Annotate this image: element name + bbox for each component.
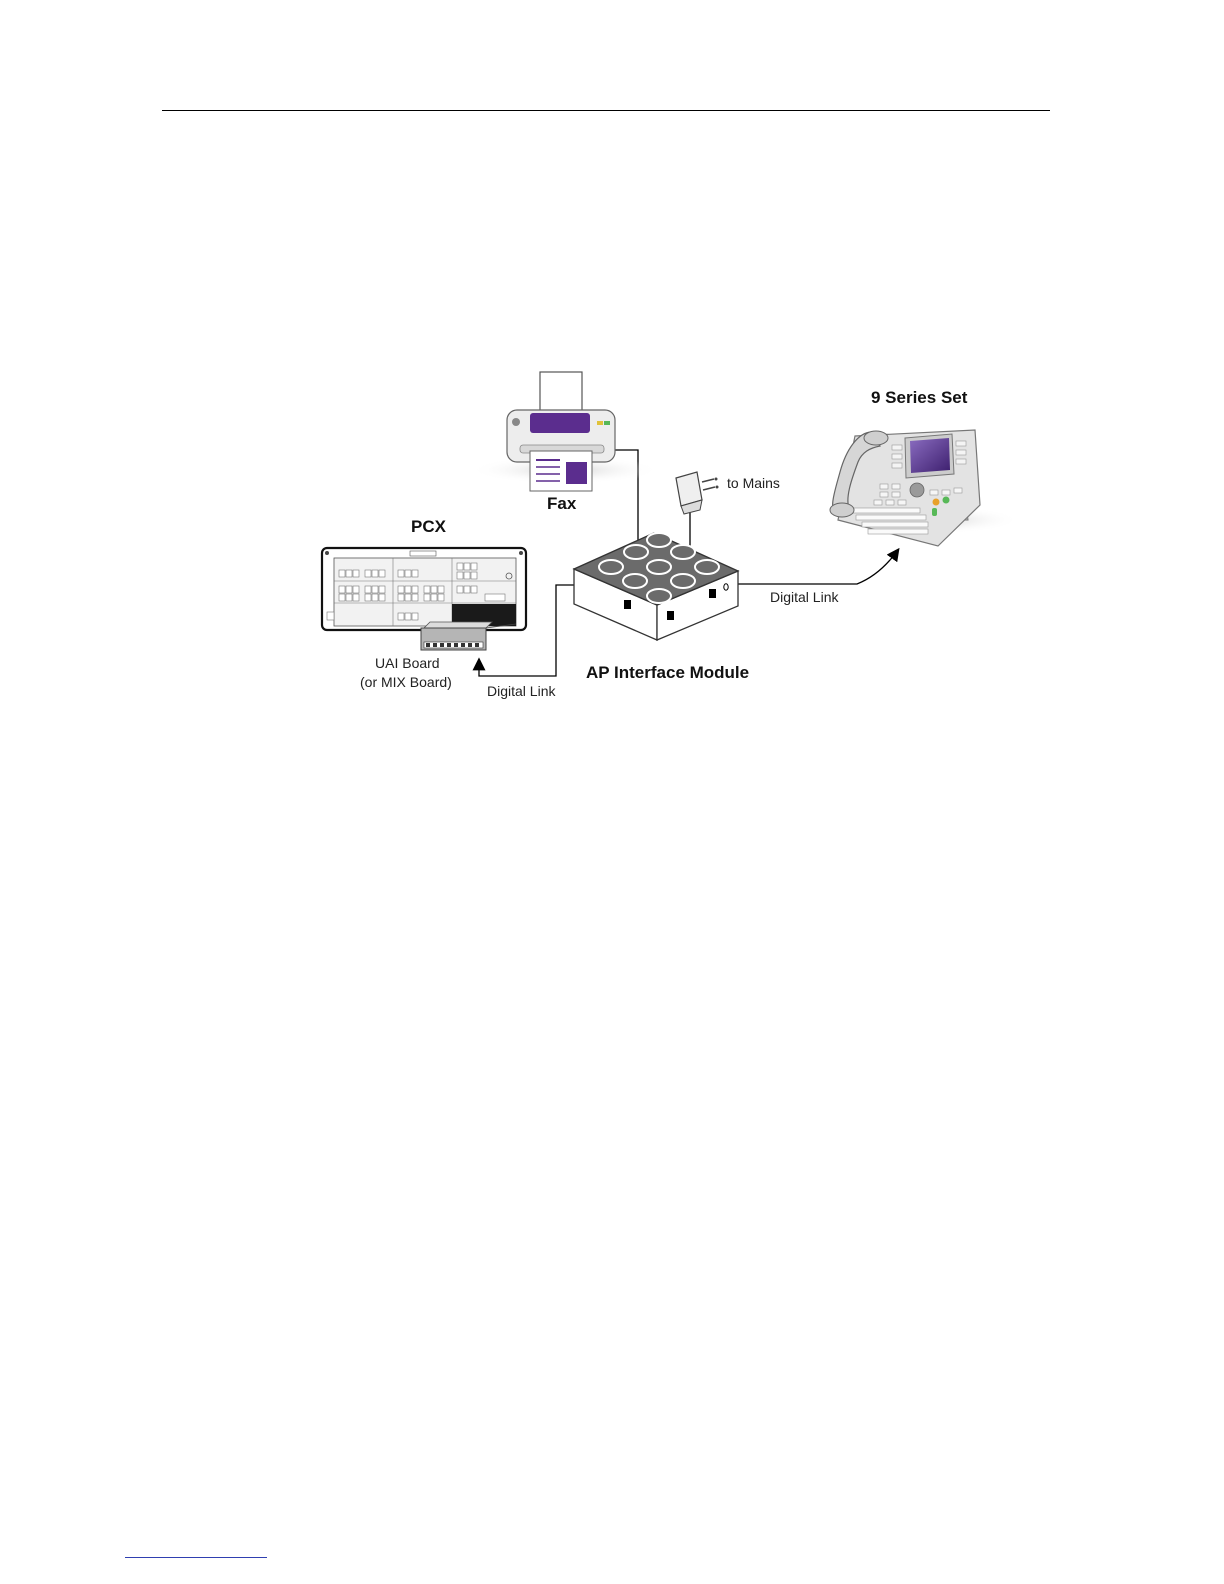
- pcx-label: PCX: [411, 517, 447, 536]
- phone-digital-link-line: [738, 550, 898, 584]
- ap-interface-module: [574, 533, 738, 640]
- fax-label: Fax: [547, 494, 577, 513]
- module-port-right: [709, 589, 716, 598]
- phone-digital-link-label: Digital Link: [770, 589, 839, 605]
- footer-rule: [125, 1557, 267, 1558]
- board-label-line1: UAI Board: [375, 655, 440, 671]
- uai-board: [421, 622, 516, 650]
- mains-label: to Mains: [727, 475, 780, 491]
- power-adapter: [676, 472, 719, 514]
- module-port-left: [624, 600, 631, 609]
- fax-machine: [470, 372, 660, 491]
- board-label-line2: (or MIX Board): [360, 674, 452, 690]
- phone-label: 9 Series Set: [871, 388, 968, 407]
- module-port-center: [667, 611, 674, 620]
- pcx-cabinet: [322, 548, 526, 630]
- phone-set: [830, 430, 1020, 546]
- pcx-digital-link-label: Digital Link: [487, 683, 556, 699]
- module-label: AP Interface Module: [586, 663, 749, 682]
